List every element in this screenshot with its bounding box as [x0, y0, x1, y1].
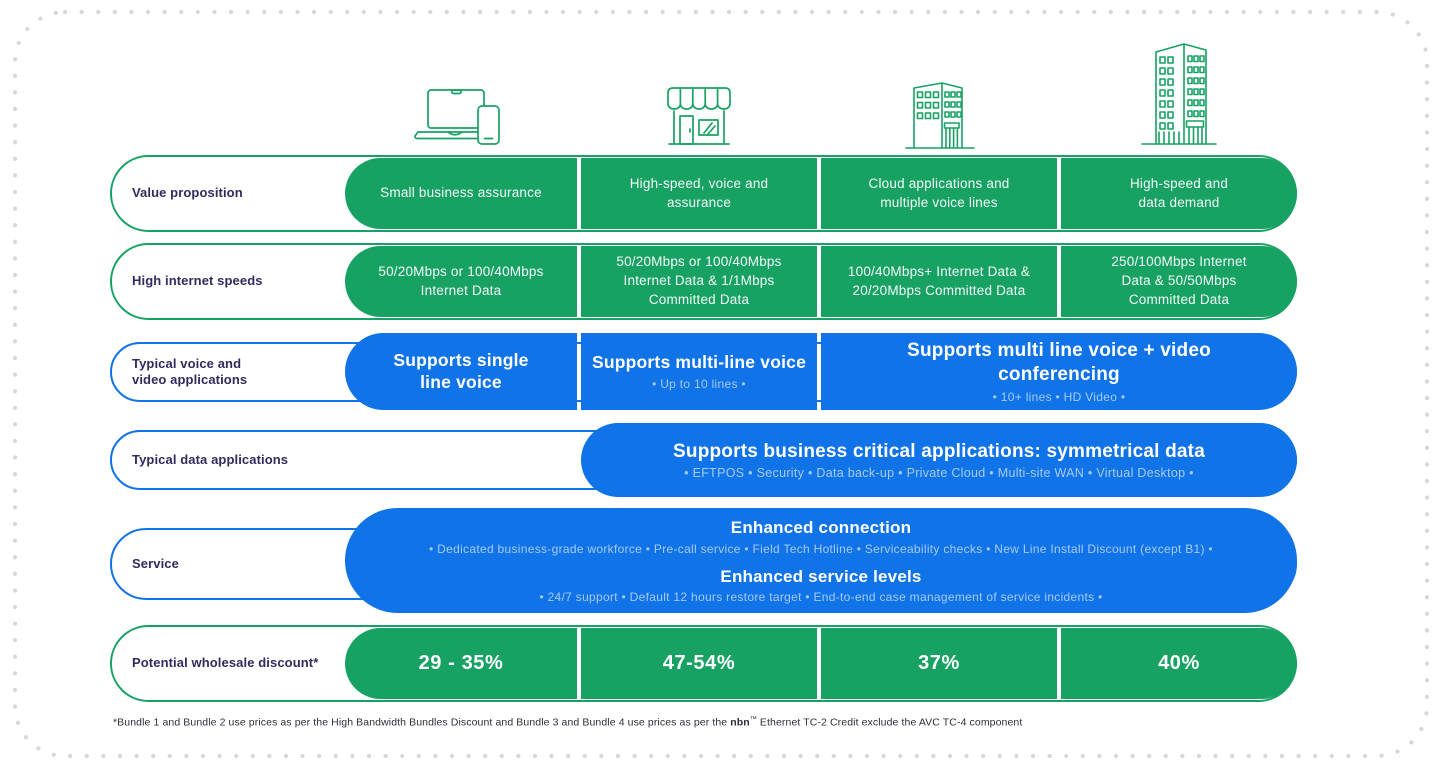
discount-value: 29 - 35%	[418, 652, 504, 674]
office-building-icon	[900, 76, 980, 154]
brand-name: nbn	[730, 716, 750, 729]
cell-value-proposition-bundle4: High-speed and data demand	[1061, 158, 1297, 229]
cell-title: Supports multi-line voice	[591, 352, 807, 373]
row-label-text: Typical data applications	[132, 451, 289, 467]
discount-value: 37%	[918, 652, 960, 674]
cell-title: Supports multi line voice + video confer…	[907, 340, 1211, 385]
cell-discount-bundle3: 37%	[821, 628, 1057, 699]
cell-title: Enhanced service levels	[720, 566, 922, 586]
cell-title: Supports business critical applications:…	[673, 440, 1205, 462]
row-label-value-proposition: Value proposition	[132, 155, 337, 232]
cell-title: Enhanced connection	[730, 518, 912, 538]
cell-text: High-speed, voice and assurance	[629, 175, 769, 210]
cell-subtitle: • 24/7 support • Default 12 hours restor…	[539, 589, 1103, 604]
cell-service: Enhanced connection • Dedicated business…	[345, 508, 1297, 613]
skyscraper-icon	[1134, 36, 1224, 154]
row-label-wholesale-discount: Potential wholesale discount*	[132, 625, 337, 702]
footnote-text: *Bundle 1 and Bundle 2 use prices as per…	[113, 716, 731, 729]
row-label-text: Typical voice and video applications	[132, 355, 248, 387]
cell-text: Small business assurance	[380, 185, 542, 201]
service-section-connection: Enhanced connection • Dedicated business…	[429, 517, 1213, 555]
cell-speeds-bundle4: 250/100Mbps Internet Data & 50/50Mbps Co…	[1061, 246, 1297, 317]
row-label-data-applications: Typical data applications	[132, 430, 337, 490]
cell-text: 50/20Mbps or 100/40Mbps Internet Data	[378, 263, 544, 298]
row-label-text: Value proposition	[132, 185, 243, 201]
storefront-icon	[660, 80, 738, 152]
cell-discount-bundle1: 29 - 35%	[345, 628, 577, 699]
laptop-and-phone-icon	[408, 86, 508, 152]
row-label-service: Service	[132, 528, 337, 600]
row-label-text: High internet speeds	[132, 273, 263, 289]
cell-value-proposition-bundle2: High-speed, voice and assurance	[581, 158, 817, 229]
cell-subtitle: • Dedicated business-grade workforce • P…	[429, 541, 1213, 556]
cell-text: 50/20Mbps or 100/40Mbps Internet Data & …	[616, 254, 782, 307]
cell-voice-bundle3-4: Supports multi line voice + video confer…	[821, 333, 1297, 410]
cell-subtitle: • Up to 10 lines •	[652, 376, 746, 391]
cell-voice-bundle2: Supports multi-line voice • Up to 10 lin…	[581, 333, 817, 410]
cell-text: 250/100Mbps Internet Data & 50/50Mbps Co…	[1111, 254, 1247, 307]
row-label-text: Service	[132, 555, 179, 571]
trademark-symbol: ™	[749, 716, 757, 723]
cell-subtitle: • 10+ lines • HD Video •	[992, 389, 1126, 404]
cell-text: 100/40Mbps+ Internet Data & 20/20Mbps Co…	[847, 263, 1031, 298]
cell-speeds-bundle1: 50/20Mbps or 100/40Mbps Internet Data	[345, 246, 577, 317]
row-label-text: Potential wholesale discount*	[132, 655, 319, 671]
cell-title: Supports single line voice	[393, 349, 529, 392]
row-label-internet-speeds: High internet speeds	[132, 243, 337, 320]
cell-speeds-bundle3: 100/40Mbps+ Internet Data & 20/20Mbps Co…	[821, 246, 1057, 317]
footnote: *Bundle 1 and Bundle 2 use prices as per…	[113, 716, 1022, 729]
cell-discount-bundle2: 47-54%	[581, 628, 817, 699]
cell-discount-bundle4: 40%	[1061, 628, 1297, 699]
cell-voice-bundle1: Supports single line voice	[345, 333, 577, 410]
service-section-levels: Enhanced service levels • 24/7 support •…	[539, 566, 1102, 604]
cell-subtitle: • EFTPOS • Security • Data back-up • Pri…	[684, 466, 1194, 481]
footnote-text: Ethernet TC-2 Credit exclude the AVC TC-…	[756, 716, 1023, 729]
cell-value-proposition-bundle3: Cloud applications and multiple voice li…	[821, 158, 1057, 229]
discount-value: 40%	[1158, 652, 1200, 674]
cell-text: Cloud applications and multiple voice li…	[868, 175, 1010, 210]
cell-value-proposition-bundle1: Small business assurance	[345, 158, 577, 229]
cell-text: High-speed and data demand	[1129, 175, 1229, 210]
row-label-voice-video: Typical voice and video applications	[132, 342, 272, 402]
cell-data-applications: Supports business critical applications:…	[581, 423, 1297, 497]
cell-speeds-bundle2: 50/20Mbps or 100/40Mbps Internet Data & …	[581, 246, 817, 317]
discount-value: 47-54%	[662, 652, 736, 674]
